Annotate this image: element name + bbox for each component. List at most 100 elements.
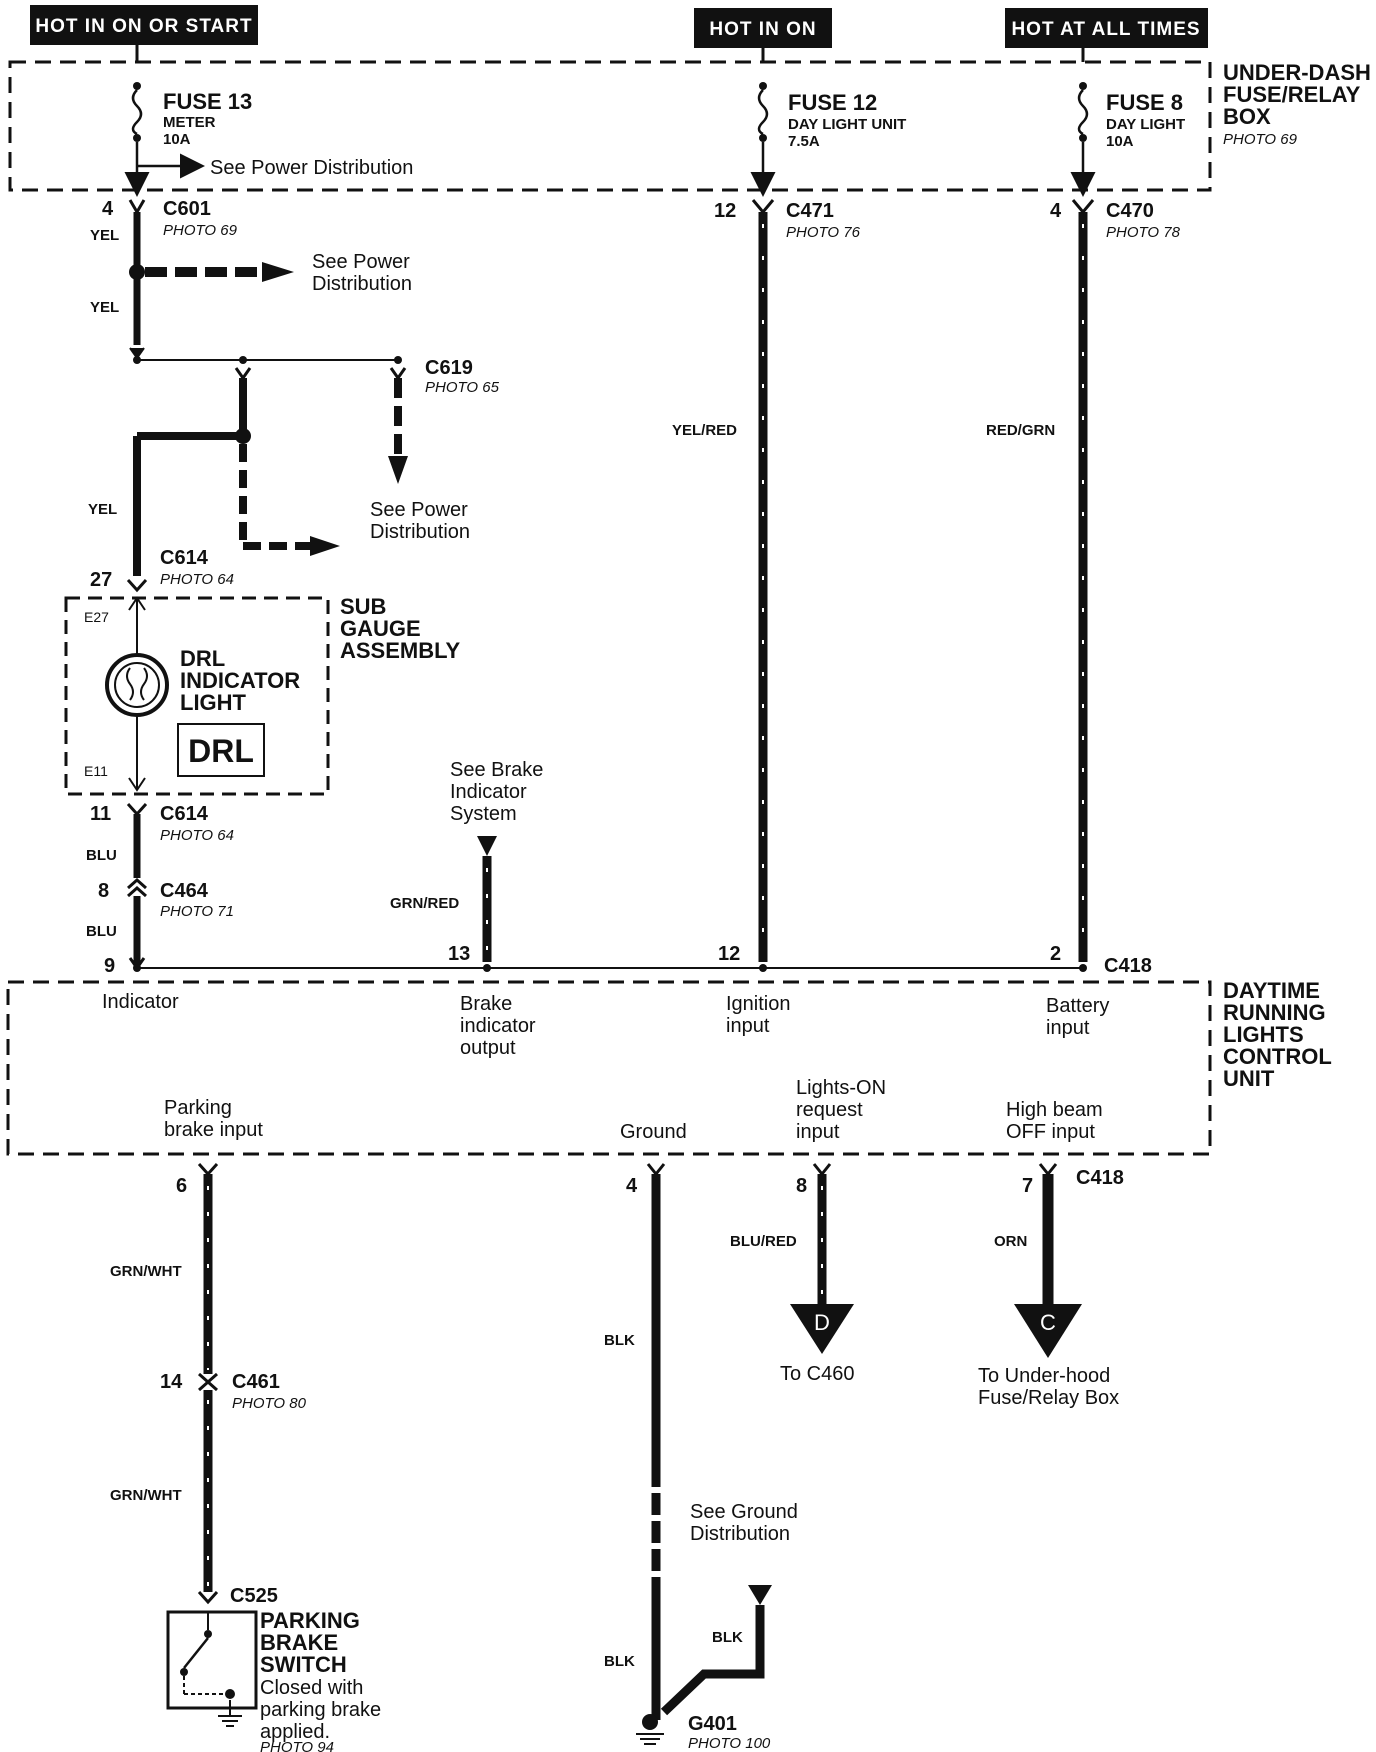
drl-control-unit <box>6 980 1212 1156</box>
svg-text:DAY LIGHT UNIT: DAY LIGHT UNIT <box>788 116 906 133</box>
svg-text:RUNNING: RUNNING <box>1223 1000 1326 1025</box>
c601-label: C601 <box>163 198 211 220</box>
svg-text:SWITCH: SWITCH <box>260 1652 347 1677</box>
c619-label: C619 <box>425 357 473 379</box>
svg-text:HOT IN ON OR START: HOT IN ON OR START <box>35 16 252 37</box>
svg-text:PHOTO 78: PHOTO 78 <box>1106 224 1181 241</box>
fuse-box-title: UNDER-DASH <box>1223 60 1371 85</box>
c461-label: C461 <box>232 1371 280 1393</box>
c418-top-label: C418 <box>1104 955 1152 977</box>
wire-label-yel: YEL <box>90 227 119 244</box>
svg-text:PHOTO 71: PHOTO 71 <box>160 903 234 920</box>
svg-text:FUSE 8: FUSE 8 <box>1106 90 1183 115</box>
svg-text:11: 11 <box>90 803 111 825</box>
svg-text:OFF input: OFF input <box>1006 1121 1095 1143</box>
svg-text:Parking: Parking <box>164 1097 232 1119</box>
svg-text:GAUGE: GAUGE <box>340 616 421 641</box>
svg-text:PHOTO 80: PHOTO 80 <box>232 1395 307 1412</box>
drl-indicator-light-icon <box>105 653 169 717</box>
svg-text:Distribution: Distribution <box>312 273 412 295</box>
svg-text:input: input <box>726 1015 770 1037</box>
svg-text:RED/GRN: RED/GRN <box>986 422 1055 439</box>
svg-text:YEL/RED: YEL/RED <box>672 422 737 439</box>
svg-text:SUB: SUB <box>340 594 386 619</box>
svg-text:E11: E11 <box>84 763 108 779</box>
svg-text:9: 9 <box>104 955 115 977</box>
svg-text:YEL: YEL <box>88 501 117 518</box>
parking-brake-switch-icon <box>166 1610 258 1727</box>
header-hot-at-all-times: HOT AT ALL TIMES <box>1005 8 1208 48</box>
svg-text:10A: 10A <box>1106 133 1134 150</box>
svg-text:8: 8 <box>98 880 109 902</box>
svg-text:request: request <box>796 1099 863 1121</box>
svg-text:Indicator: Indicator <box>102 991 179 1013</box>
svg-text:LIGHTS: LIGHTS <box>1223 1022 1304 1047</box>
svg-text:12: 12 <box>718 943 740 965</box>
svg-text:PHOTO 64: PHOTO 64 <box>160 827 234 844</box>
svg-text:YEL: YEL <box>90 299 119 316</box>
fuse-12: FUSE 12 DAY LIGHT UNIT 7.5A <box>750 82 906 197</box>
svg-text:Ignition: Ignition <box>726 993 791 1015</box>
svg-text:Distribution: Distribution <box>690 1523 790 1545</box>
g401-label: G401 <box>688 1713 737 1735</box>
svg-text:PHOTO 69: PHOTO 69 <box>163 222 238 239</box>
svg-text:4: 4 <box>1050 200 1062 222</box>
offpage-connector-c[interactable]: C <box>1014 1304 1082 1358</box>
svg-text:14: 14 <box>160 1371 183 1393</box>
svg-text:Lights-ON: Lights-ON <box>796 1077 886 1099</box>
header-hot-in-on: HOT IN ON <box>694 8 832 48</box>
svg-text:PARKING: PARKING <box>260 1608 360 1633</box>
svg-text:E27: E27 <box>84 609 109 625</box>
svg-text:PHOTO 65: PHOTO 65 <box>425 379 500 396</box>
svg-text:6: 6 <box>176 1175 187 1197</box>
svg-text:brake input: brake input <box>164 1119 263 1141</box>
svg-text:Fuse/Relay Box: Fuse/Relay Box <box>978 1387 1119 1409</box>
svg-text:GRN/WHT: GRN/WHT <box>110 1263 182 1280</box>
svg-text:GRN/RED: GRN/RED <box>390 895 459 912</box>
c418-bottom-label: C418 <box>1076 1167 1124 1189</box>
svg-text:13: 13 <box>448 943 470 965</box>
drl-badge: DRL <box>177 723 265 777</box>
see-ground-distribution-link[interactable]: See Ground <box>690 1501 798 1523</box>
svg-text:BLK: BLK <box>604 1653 635 1670</box>
svg-text:UNIT: UNIT <box>1223 1066 1275 1091</box>
svg-text:Brake: Brake <box>460 993 512 1015</box>
svg-text:METER: METER <box>163 114 216 131</box>
svg-text:To C460: To C460 <box>780 1363 855 1385</box>
c601-pin: 4 <box>102 198 114 220</box>
svg-text:GRN/WHT: GRN/WHT <box>110 1487 182 1504</box>
c614-top-label: C614 <box>160 547 209 569</box>
see-power-distribution-link[interactable]: See Power Distribution <box>210 157 413 179</box>
svg-text:Distribution: Distribution <box>370 521 470 543</box>
svg-text:2: 2 <box>1050 943 1061 965</box>
svg-text:10A: 10A <box>163 131 191 148</box>
svg-text:7: 7 <box>1022 1175 1033 1197</box>
see-power-distribution-2[interactable]: See Power <box>312 251 410 273</box>
svg-text:output: output <box>460 1037 516 1059</box>
svg-text:BLK: BLK <box>604 1332 635 1349</box>
svg-text:D: D <box>814 1310 830 1335</box>
c614-bottom-label: C614 <box>160 803 209 825</box>
svg-text:PHOTO 94: PHOTO 94 <box>260 1739 334 1752</box>
sub-gauge-assembly <box>64 596 330 796</box>
svg-text:DRL: DRL <box>188 733 254 769</box>
svg-text:High beam: High beam <box>1006 1099 1103 1121</box>
svg-text:BOX: BOX <box>1223 104 1271 129</box>
offpage-connector-d[interactable]: D <box>790 1304 854 1354</box>
svg-text:FUSE 13: FUSE 13 <box>163 89 252 114</box>
svg-text:Ground: Ground <box>620 1121 687 1143</box>
svg-text:BRAKE: BRAKE <box>260 1630 338 1655</box>
svg-text:Indicator: Indicator <box>450 781 527 803</box>
svg-text:27: 27 <box>90 569 112 591</box>
svg-text:PHOTO 69: PHOTO 69 <box>1223 131 1298 148</box>
svg-text:applied.: applied. <box>260 1721 330 1743</box>
svg-text:INDICATOR: INDICATOR <box>180 668 300 693</box>
fuse-13: FUSE 13 METER 10A <box>124 82 252 197</box>
see-brake-indicator-link[interactable]: See Brake <box>450 759 543 781</box>
see-power-distribution-3[interactable]: See Power <box>370 499 468 521</box>
svg-text:HOT IN ON: HOT IN ON <box>709 19 816 40</box>
svg-text:System: System <box>450 803 517 825</box>
svg-text:Closed with: Closed with <box>260 1677 363 1699</box>
ground-icon <box>636 1680 664 1745</box>
